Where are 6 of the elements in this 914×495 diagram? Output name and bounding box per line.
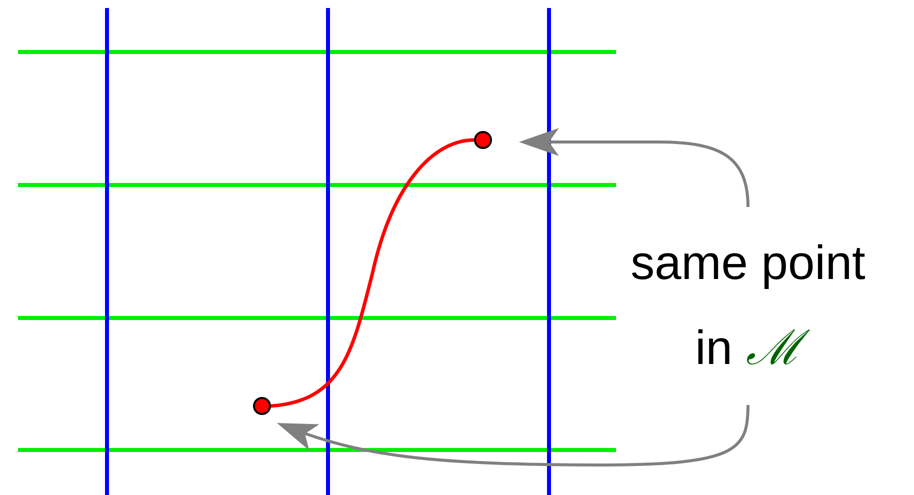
- arrow: [519, 128, 750, 208]
- arrow: [276, 404, 750, 466]
- curve: [270, 138, 474, 408]
- point-dot: [474, 131, 492, 149]
- point-dot: [253, 397, 271, 415]
- annotation-text: same point in ℳ: [630, 236, 866, 378]
